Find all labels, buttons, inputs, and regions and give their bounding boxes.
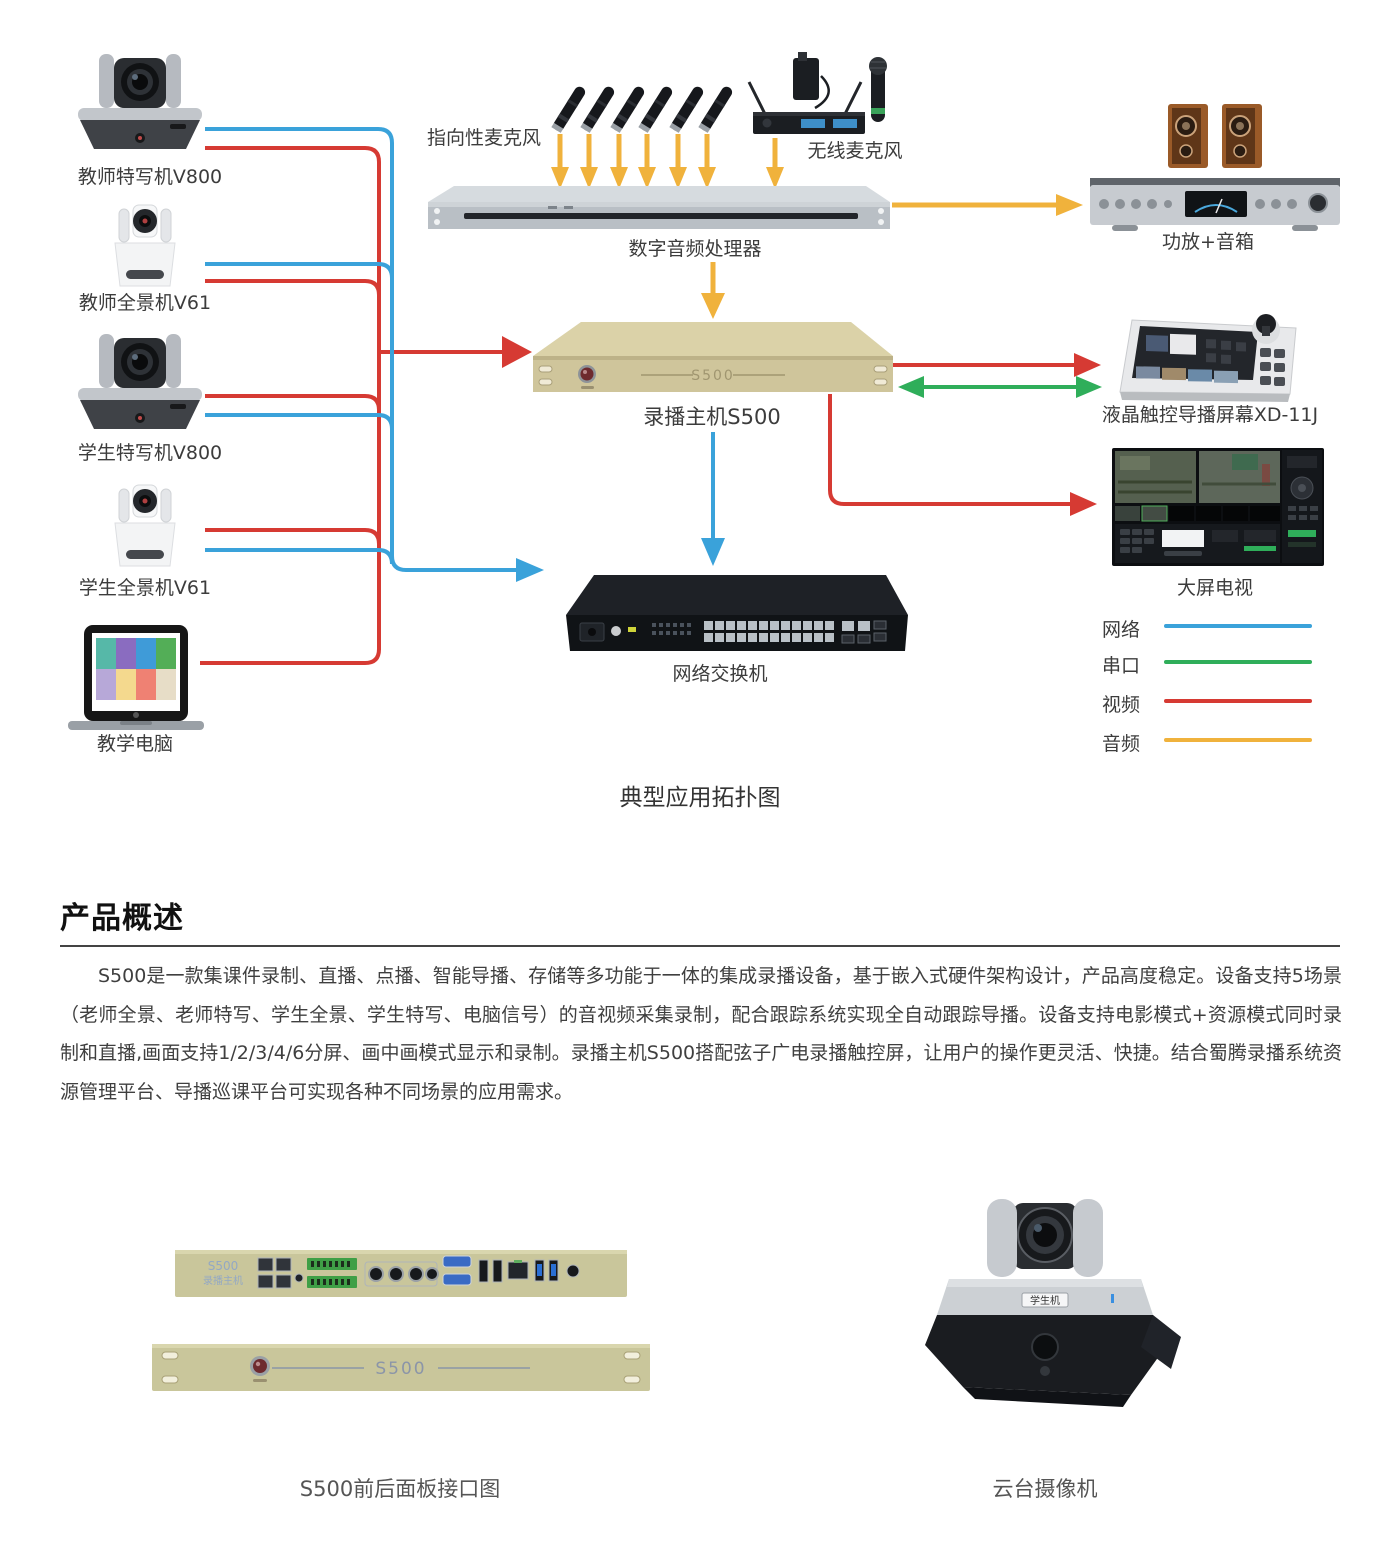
- ptz-figure-caption: 云台摄像机: [992, 1477, 1098, 1501]
- legend-audio-label: 音频: [1102, 733, 1141, 755]
- audio-processor-image: [428, 186, 890, 229]
- ptz-badge-text: 学生机: [1030, 1294, 1060, 1307]
- network-arrowheads: [516, 538, 725, 582]
- legend-audio-line: [1164, 738, 1312, 742]
- topology-diagram: S500: [68, 52, 1340, 730]
- recorder-image: S500: [533, 322, 893, 392]
- overview-title: 产品概述: [60, 901, 184, 936]
- student-closeup-camera-label: 学生特写机V800: [77, 442, 223, 464]
- legend-network-line: [1164, 624, 1312, 628]
- teaching-pc-image: [68, 625, 204, 730]
- teaching-pc-label: 教学电脑: [96, 733, 173, 755]
- network-lines: [205, 127, 715, 572]
- recorder-panel-text: S500: [691, 368, 735, 384]
- audio-arrowheads: [551, 167, 1083, 319]
- front-panel-model-text: S500: [375, 1359, 426, 1379]
- legend-video-line: [1164, 699, 1312, 703]
- video-arrowheads: [502, 336, 1101, 516]
- teacher-panorama-camera-image: [114, 204, 176, 287]
- directional-mic-label: 指向性麦克风: [426, 127, 541, 149]
- wireless-mic-label: 无线麦克风: [807, 140, 903, 162]
- teacher-closeup-camera-label: 教师特写机V800: [77, 166, 223, 188]
- s500-rear-panel-image: S500 录播主机: [175, 1250, 627, 1297]
- network-switch-label: 网络交换机: [672, 663, 768, 685]
- topology-caption: 典型应用拓扑图: [619, 785, 781, 811]
- student-panorama-camera-label: 学生全景机V61: [78, 577, 212, 599]
- wireless-mic-image: [747, 52, 887, 134]
- serial-arrowheads: [898, 376, 1102, 398]
- audio-lines: [557, 134, 1056, 294]
- director-screen-image: [1119, 314, 1297, 402]
- s500-front-panel-image: S500: [152, 1344, 650, 1391]
- network-switch-image: [566, 575, 908, 651]
- teacher-panorama-camera-label: 教师全景机V61: [78, 292, 212, 314]
- video-lines: [200, 146, 1074, 665]
- teacher-closeup-camera-image: [78, 54, 202, 149]
- directional-mic-array-image: [551, 84, 735, 133]
- legend-serial-line: [1164, 660, 1312, 664]
- rear-panel-model-text: S500: [208, 1259, 239, 1273]
- overview-paragraph: S500是一款集课件录制、直播、点播、智能导播、存储等多功能于一体的集成录播设备…: [60, 965, 1342, 1103]
- director-screen-label: 液晶触控导播屏幕XD-11J: [1101, 404, 1319, 426]
- student-panorama-camera-image: [114, 484, 176, 567]
- amp-speaker-label: 功放+音箱: [1162, 231, 1254, 253]
- big-tv-label: 大屏电视: [1176, 577, 1253, 599]
- overview-rule: [60, 945, 1340, 947]
- rear-panel-name-text: 录播主机: [203, 1274, 243, 1287]
- legend-network-label: 网络: [1102, 619, 1141, 641]
- legend-serial-label: 串口: [1102, 655, 1141, 677]
- ptz-camera-image: 学生机: [925, 1199, 1181, 1407]
- amp-speaker-image: [1090, 103, 1340, 231]
- big-tv-image: [1112, 448, 1324, 566]
- audio-processor-label: 数字音频处理器: [628, 238, 762, 260]
- student-closeup-camera-image: [78, 334, 202, 429]
- legend-video-label: 视频: [1102, 694, 1141, 716]
- panel-figure-caption: S500前后面板接口图: [299, 1477, 501, 1501]
- recorder-label: 录播主机S500: [643, 405, 781, 429]
